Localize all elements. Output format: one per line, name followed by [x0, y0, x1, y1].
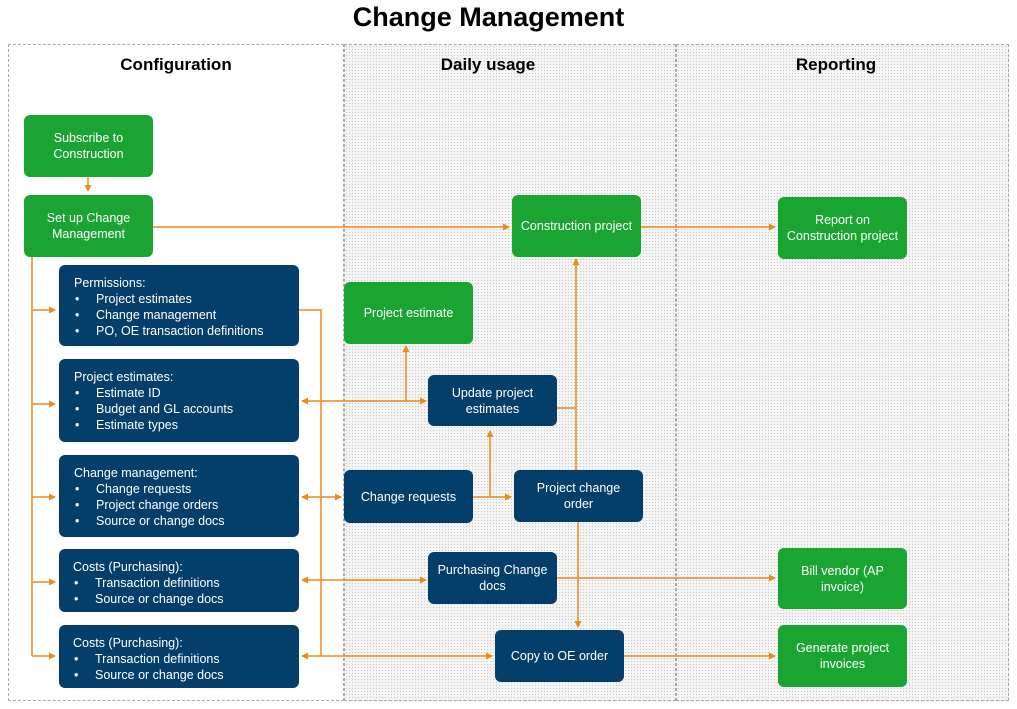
node-setup: Set up Change Management: [24, 195, 153, 257]
node-copy-oe-label: Copy to OE order: [510, 649, 609, 663]
config-estimates-head: Project estimates:: [74, 370, 174, 384]
node-bill-vendor-label: Bill vendor (AP invoice): [801, 563, 884, 594]
list-item: Project estimates: [74, 291, 299, 307]
list-item: Transaction definitions: [73, 575, 299, 591]
node-change-order-label: Project change order: [536, 481, 621, 511]
node-project-estimate-label: Project estimate: [363, 306, 454, 320]
config-project-estimates: Project estimates: Estimate ID Budget an…: [59, 359, 299, 442]
lane-title-daily-usage: Daily usage: [440, 55, 536, 74]
list-item: Change requests: [74, 481, 299, 497]
node-project-estimate: Project estimate: [344, 282, 473, 344]
list-item: PO, OE transaction definitions: [74, 323, 299, 339]
node-construction-project: Construction project: [512, 195, 641, 257]
node-generate-invoices-label: Generate project invoices: [795, 641, 890, 671]
node-generate-invoices: Generate project invoices: [778, 625, 907, 687]
config-change-head: Change management:: [74, 466, 198, 480]
list-item: Budget and GL accounts: [74, 401, 299, 417]
list-item: Estimate ID: [74, 385, 299, 401]
node-project-change-order: Project change order: [514, 470, 643, 522]
config-costs2-head: Costs (Purchasing):: [73, 636, 183, 650]
node-report-construction: Report on Construction project: [778, 197, 907, 259]
lane-title-reporting: Reporting: [795, 55, 877, 74]
node-change-requests-label: Change requests: [360, 489, 457, 504]
node-change-requests: Change requests: [344, 470, 473, 523]
node-construction-project-label: Construction project: [520, 219, 633, 233]
node-copy-oe-order: Copy to OE order: [495, 630, 624, 682]
config-costs-purchasing-1: Costs (Purchasing): Transaction definiti…: [59, 549, 299, 612]
lane-configuration: [8, 44, 344, 701]
lane-title-configuration: Configuration: [120, 55, 232, 74]
node-purchasing-change-docs: Purchasing Change docs: [428, 552, 557, 604]
node-setup-label: Set up Change Management: [46, 211, 131, 241]
list-item: Source or change docs: [73, 591, 299, 607]
config-change-management: Change management: Change requests Proje…: [59, 455, 299, 537]
node-purchasing-label: Purchasing Change docs: [437, 563, 548, 593]
list-item: Project change orders: [74, 497, 299, 513]
node-update-project-estimates: Update project estimates: [428, 375, 557, 426]
config-costs-purchasing-2: Costs (Purchasing): Transaction definiti…: [59, 625, 299, 688]
list-item: Estimate types: [74, 417, 299, 433]
config-permissions-head: Permissions:: [74, 276, 146, 290]
node-subscribe-label: Subscribe to Construction: [53, 131, 124, 161]
list-item: Change management: [74, 307, 299, 323]
config-costs1-head: Costs (Purchasing):: [73, 560, 183, 574]
list-item: Source or change docs: [74, 513, 299, 529]
node-update-estimates-label: Update project estimates: [451, 385, 534, 416]
list-item: Source or change docs: [73, 667, 299, 683]
diagram-title: Change Management: [352, 2, 625, 32]
node-bill-vendor: Bill vendor (AP invoice): [778, 548, 907, 609]
list-item: Transaction definitions: [73, 651, 299, 667]
node-report-label: Report on Construction project: [786, 213, 899, 243]
config-permissions: Permissions: Project estimates Change ma…: [59, 265, 299, 346]
node-subscribe: Subscribe to Construction: [24, 115, 153, 177]
